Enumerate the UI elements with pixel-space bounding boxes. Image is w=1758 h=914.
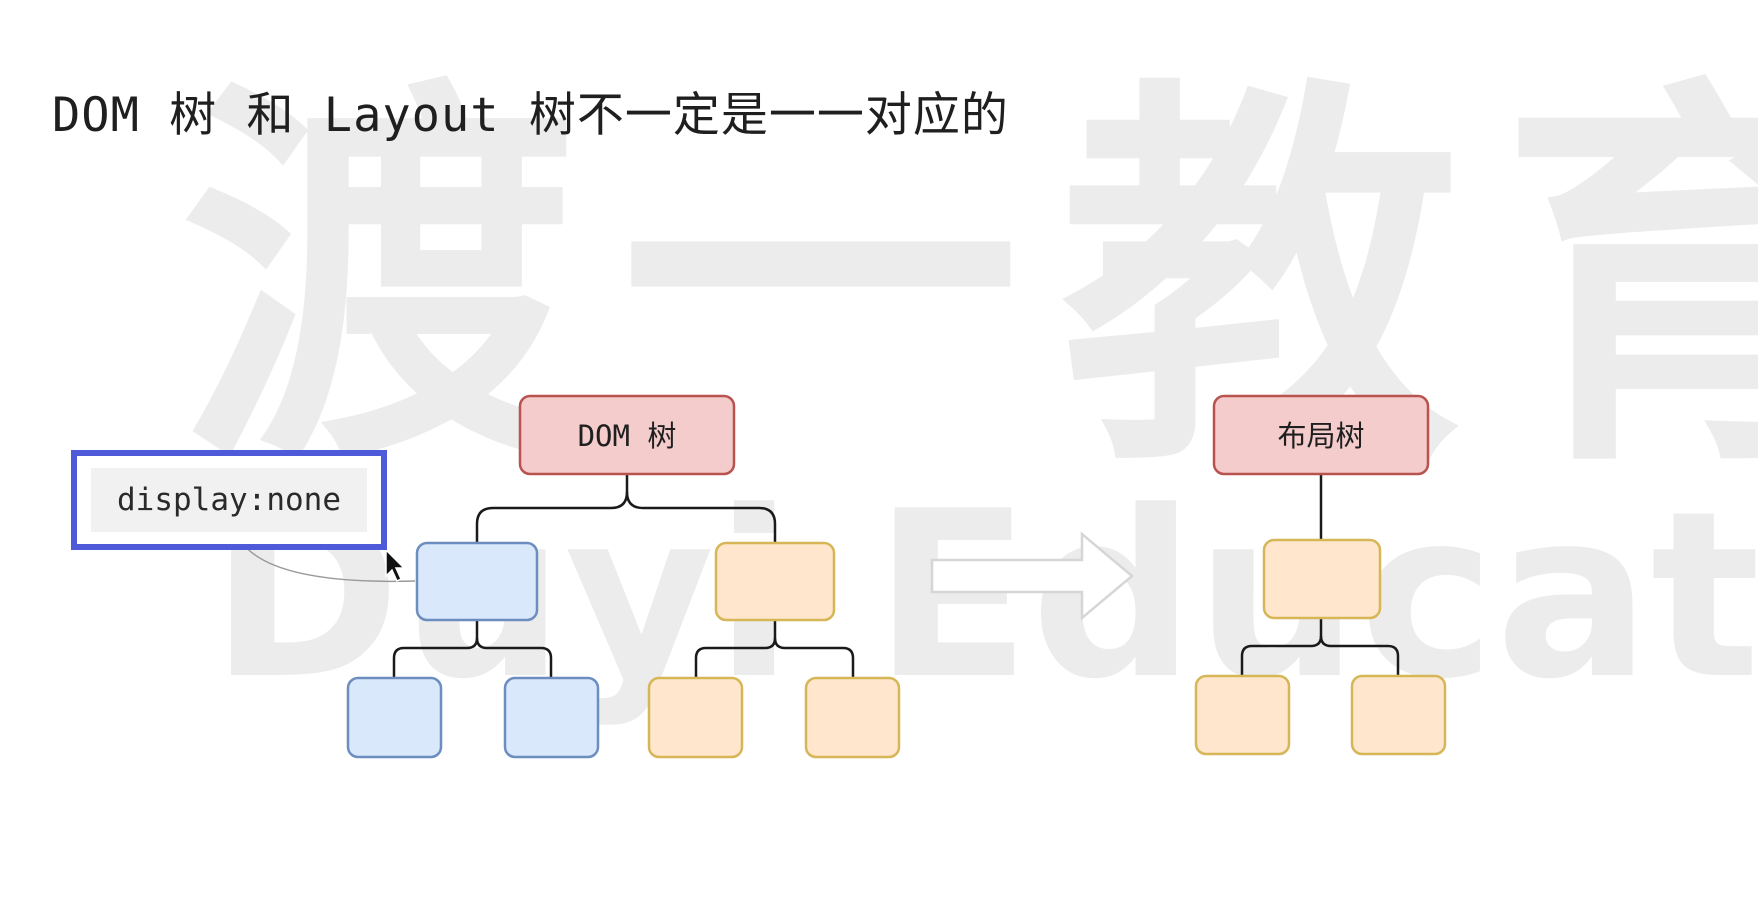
dom-hidden-child-node	[346, 676, 443, 759]
dom-hidden-child-node	[503, 676, 600, 759]
layout-child-node	[1194, 674, 1291, 756]
layout-child-node	[1350, 674, 1447, 756]
dom-visible-child-node	[647, 676, 744, 759]
dom-visible-node	[714, 541, 836, 622]
layout-tree-root-node	[1212, 394, 1430, 476]
dom-visible-child-node	[804, 676, 901, 759]
mouse-cursor-icon	[385, 548, 406, 583]
display-none-code: display:none	[91, 468, 367, 532]
page-title: DOM 树 和 Layout 树不一定是一一对应的	[52, 88, 1009, 143]
dom-tree-root-label: DOM 树	[578, 419, 677, 453]
display-none-callout: display:none	[71, 450, 387, 550]
dom-hidden-node	[415, 541, 539, 622]
layout-tree-connectors	[1240, 474, 1400, 676]
dom-tree-root-node	[518, 394, 736, 476]
transform-arrow	[930, 531, 1134, 621]
layout-node	[1262, 538, 1382, 620]
layout-tree-root-label: 布局树	[1277, 419, 1364, 453]
dom-tree-connectors	[392, 474, 855, 678]
